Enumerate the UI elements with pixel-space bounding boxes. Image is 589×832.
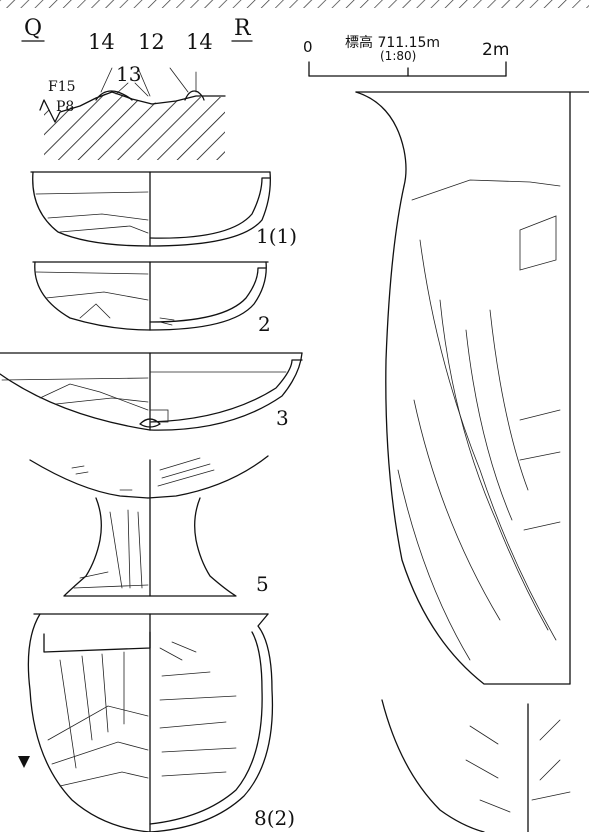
hatched-soil [44, 92, 225, 160]
pot-1 [30, 171, 271, 247]
layer-label-14-left: 14 [88, 30, 115, 54]
pot-5 [29, 455, 269, 597]
large-jar [355, 91, 589, 832]
layer-label-13: 13 [116, 62, 142, 86]
scale-max: 2m [482, 40, 510, 60]
layer-label-14-right: 14 [186, 30, 213, 54]
section-drawing [21, 40, 253, 160]
top-border-band [0, 0, 589, 8]
pot-3 [0, 352, 303, 431]
pot-2 [32, 261, 269, 331]
pit-label-p8: P8 [56, 99, 75, 115]
layer-14-pot-right [184, 90, 205, 101]
scale-bar [308, 61, 507, 77]
figure-number-2: 2 [258, 312, 271, 336]
feature-label-f15: F15 [48, 79, 76, 95]
figure-number-8: 8(2) [254, 806, 296, 830]
scale-zero: 0 [303, 38, 313, 56]
scale-ratio: (1:80) [380, 49, 417, 63]
figure-number-3: 3 [276, 406, 289, 430]
section-label-r: R [234, 16, 251, 41]
triangle-marker [18, 756, 30, 768]
layer-label-12: 12 [138, 30, 165, 54]
section-label-q: Q [24, 16, 43, 41]
figure-number-1: 1(1) [256, 224, 298, 248]
pot-8 [18, 613, 274, 832]
scale-title: 標高 711.15m [345, 35, 441, 51]
figure-number-5: 5 [256, 572, 269, 596]
